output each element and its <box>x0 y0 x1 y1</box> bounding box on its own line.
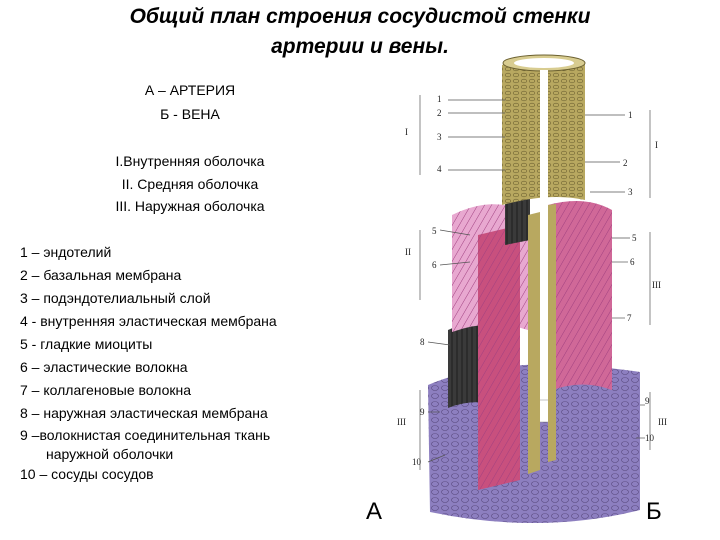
fig-label-right-5: 5 <box>632 233 637 243</box>
artery-wall-cut <box>478 225 520 490</box>
fig-roman-left-II: II <box>405 247 411 257</box>
legend-item: 10 – сосуды сосудов <box>20 466 154 482</box>
endothelium-strip <box>528 212 540 474</box>
legend-list: 1 – эндотелий 2 – базальная мембрана 3 –… <box>20 241 360 486</box>
vein-endothelium-strip <box>548 204 556 462</box>
legend-item: 2 – базальная мембрана <box>20 267 182 283</box>
fig-roman-right-III: III <box>652 280 661 290</box>
fig-roman-right-III-b: III <box>658 417 667 427</box>
fig-label-right-2: 2 <box>623 158 628 168</box>
fig-label-left-6: 6 <box>432 260 437 270</box>
fig-label-left-8: 8 <box>420 337 425 347</box>
label-artery: А <box>366 498 383 525</box>
legend-item: 1 – эндотелий <box>20 244 112 260</box>
legend-item: 5 - гладкие миоциты <box>20 336 153 352</box>
legend-item: 3 – подэндотелиальный слой <box>20 290 211 306</box>
layers-list: I.Внутренняя оболочка II. Средняя оболоч… <box>60 150 320 218</box>
title-line-2: артерии и вены. <box>271 35 449 58</box>
layer-item: III. Наружная оболочка <box>115 198 265 214</box>
legend-item: 4 - внутренняя эластическая мембрана <box>20 313 277 329</box>
fig-label-right-1: 1 <box>628 110 633 120</box>
fig-label-right-7: 7 <box>627 313 632 323</box>
abbr-vein: Б - ВЕНА <box>160 106 220 122</box>
fig-label-left-4: 4 <box>437 164 442 174</box>
diagram-title: Общий план строения сосудистой стенки ар… <box>0 2 720 62</box>
abbr-artery: А – АРТЕРИЯ <box>144 82 236 98</box>
right-brackets <box>585 110 651 450</box>
vein-wall-layer <box>548 201 612 392</box>
legend-item: 8 – наружная эластическая мембрана <box>20 405 268 421</box>
fig-label-left-3: 3 <box>437 132 442 142</box>
fig-label-right-9: 9 <box>645 396 650 406</box>
layer-item: I.Внутренняя оболочка <box>115 153 265 169</box>
left-brackets <box>419 95 505 470</box>
fig-label-right-3: 3 <box>628 187 633 197</box>
fig-label-left-10: 10 <box>412 457 422 467</box>
legend-item: 7 – коллагеновые волокна <box>20 382 192 398</box>
title-line-1: Общий план строения сосудистой стенки <box>129 5 591 28</box>
layer-item: II. Средняя оболочка <box>121 175 259 192</box>
fig-roman-left-III: III <box>397 417 406 427</box>
legend-item: 6 – эластические волокна <box>20 359 188 375</box>
fig-label-left-5: 5 <box>432 226 437 236</box>
legend-item: 9 –волокнистая соединительная ткань <box>20 427 271 443</box>
fig-roman-right-I: I <box>655 140 658 150</box>
label-vein: Б <box>646 498 662 525</box>
fig-label-left-9: 9 <box>420 407 425 417</box>
fig-label-right-6: 6 <box>630 257 635 267</box>
lumen-slit <box>540 70 548 400</box>
fig-roman-left-I: I <box>405 127 408 137</box>
fig-label-right-10: 10 <box>645 433 655 443</box>
legend-item-continuation: наружной оболочки <box>46 446 174 462</box>
fig-label-left-1: 1 <box>437 94 442 104</box>
fig-label-left-2: 2 <box>437 108 442 118</box>
